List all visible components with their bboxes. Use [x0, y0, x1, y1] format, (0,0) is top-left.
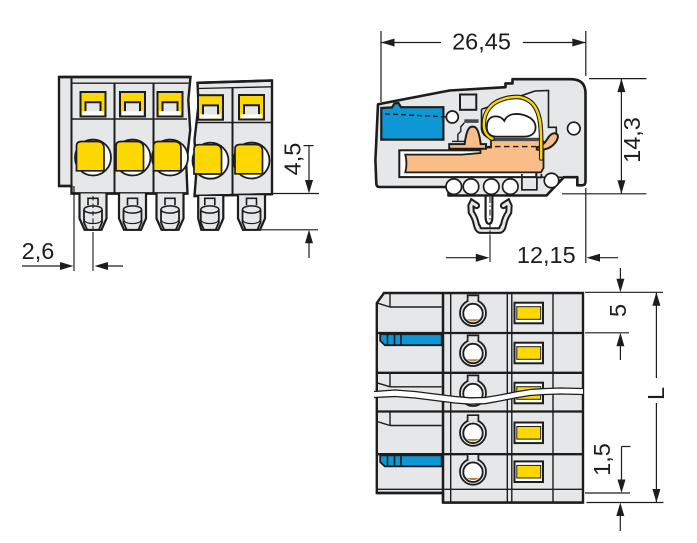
svg-text:5: 5	[605, 304, 631, 317]
svg-text:1,5: 1,5	[589, 443, 615, 476]
svg-text:26,45: 26,45	[452, 28, 511, 54]
svg-text:4,5: 4,5	[280, 143, 306, 176]
svg-text:14,3: 14,3	[619, 117, 645, 163]
svg-text:L: L	[643, 387, 669, 400]
svg-text:12,15: 12,15	[517, 242, 576, 268]
svg-text:2,6: 2,6	[22, 238, 55, 264]
